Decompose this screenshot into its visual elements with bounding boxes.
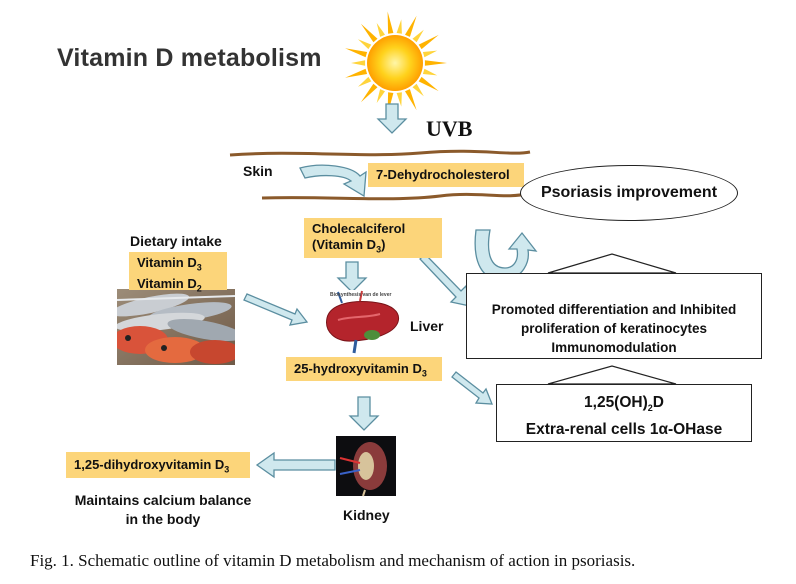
psoriasis-improvement-label: Psoriasis improvement (540, 184, 718, 201)
figure-caption: Fig. 1. Schematic outline of vitamin D m… (30, 551, 636, 570)
dihydroxyvitamin-box: 1,25-dihydroxyvitamin D3 (66, 452, 250, 478)
fish-photo (117, 289, 235, 365)
sun-ray (422, 68, 438, 76)
promoted-line3: Immunomodulation (551, 340, 677, 355)
sun-ray (376, 89, 385, 103)
chole-down-arrow (336, 261, 368, 293)
sun-ray (405, 15, 417, 37)
kidney-label: Kidney (343, 507, 390, 523)
liver-illustration (315, 290, 403, 355)
uvb-label: UVB (426, 116, 473, 141)
liver-image-caption: Biosynthesis van de lever (330, 292, 392, 298)
sun-ray (405, 89, 417, 111)
kidney-image (336, 436, 396, 497)
dehydrocholesterol-box: 7-Dehydrocholesterol (368, 163, 524, 187)
sun-ray (376, 23, 385, 37)
sun-ray (424, 60, 447, 66)
skin-line-top (229, 149, 531, 157)
sun-ray (360, 23, 378, 43)
promoted-differentiation-box: Promoted differentiation and Inhibited p… (466, 273, 762, 359)
skin-label: Skin (243, 163, 273, 179)
liver-label: Liver (410, 318, 444, 334)
skin-line-bottom (261, 191, 531, 201)
sun-ray (396, 92, 402, 107)
sun-ray (412, 83, 424, 97)
kidney-to-dihydroxy-arrow (255, 451, 336, 479)
oh2d-box: 1,25(OH)2D Extra-renal cells 1α-OHase (496, 384, 752, 442)
dietary-vitamins-box: Vitamin D3 Vitamin D2 (129, 252, 227, 293)
sun-icon (345, 11, 447, 115)
cholecalciferol-line2: (Vitamin D3) (312, 237, 386, 255)
sun-ray (358, 39, 372, 50)
maintains-calcium-label: Maintains calcium balance in the body (74, 492, 252, 527)
dehydrocholesterol-label: 7-Dehydrocholesterol (376, 167, 510, 182)
promoted-line2: proliferation of keratinocytes (520, 321, 708, 336)
psoriasis-improvement-ellipse: Psoriasis improvement (520, 165, 738, 221)
sun-ray (358, 76, 372, 87)
chole-to-promoted-arrow (419, 253, 471, 307)
sun-ray (418, 34, 439, 50)
dietary-intake-label: Dietary intake (130, 233, 222, 249)
cholecalciferol-box: Cholecalciferol (Vitamin D3) (304, 218, 442, 258)
sun-ray (387, 11, 394, 34)
sun-ray (351, 60, 366, 66)
skin-curved-arrow (299, 164, 367, 198)
vitamin-d2-label: Vitamin D2 (137, 275, 202, 294)
oh2d-triangle (547, 365, 677, 385)
sun-ray (345, 68, 368, 78)
extra-renal-label: Extra-renal cells 1α-OHase (525, 421, 723, 439)
vitamin-d3-label: Vitamin D3 (137, 255, 202, 273)
oh2d-label: 1,25(OH)2D (584, 394, 664, 414)
promoted-line1: Promoted differentiation and Inhibited (491, 302, 737, 317)
sun-ray (418, 76, 439, 92)
hydroxy-down-arrow (348, 396, 380, 431)
uvb-down-arrow (376, 103, 408, 134)
page-title: Vitamin D metabolism (57, 44, 322, 72)
sun-ray (422, 50, 438, 58)
diet-to-liver-arrow (243, 293, 309, 326)
sun-ray (345, 48, 368, 58)
hydroxyvitamin-25-box: 25-hydroxyvitamin D3 (286, 357, 442, 381)
sun-ray (412, 29, 424, 43)
cholecalciferol-line1: Cholecalciferol (312, 221, 406, 236)
promoted-triangle (547, 253, 677, 274)
hydroxy-to-oh2d-arrow (451, 371, 493, 405)
sun-ray (396, 19, 402, 34)
sun-ray (360, 83, 378, 103)
